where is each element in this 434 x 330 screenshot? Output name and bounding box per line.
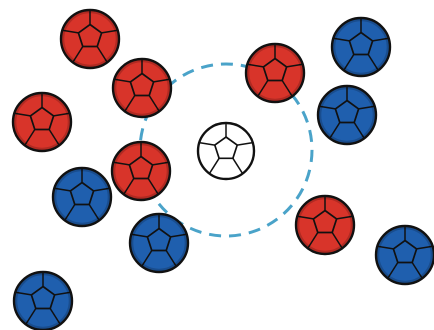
blue-player-6-seam <box>25 308 37 324</box>
blue-player-6-seam <box>15 291 32 296</box>
red-player-1-seam <box>96 46 108 62</box>
blue-player-5-pentagon <box>392 239 418 264</box>
red-player-5-seam <box>147 178 159 194</box>
red-player-3 <box>244 42 306 104</box>
blue-player-3-rim-shade <box>54 169 110 225</box>
blue-player-2-seam <box>358 105 375 110</box>
blue-player-1-pentagon <box>348 31 374 56</box>
blue-player-3-seam <box>64 204 76 220</box>
red-player-2-seam <box>153 78 170 83</box>
blue-player-3-seam <box>88 204 100 220</box>
red-player-5-seam <box>123 178 135 194</box>
blue-player-1 <box>330 16 392 78</box>
red-player-6-seam <box>331 232 343 248</box>
blue-player-4-seam <box>141 250 153 266</box>
red-player-6-seam <box>336 215 353 220</box>
red-player-1-pentagon <box>77 23 103 48</box>
red-player-2-seam <box>114 78 131 83</box>
red-player-3-seam <box>286 63 303 68</box>
red-player-2-rim-shade <box>114 60 170 116</box>
red-player-1-seam <box>62 29 79 34</box>
red-player-4-rim-shade <box>14 94 70 150</box>
blue-player-3 <box>51 166 113 228</box>
ball <box>196 121 256 181</box>
red-player-3-seam <box>247 63 264 68</box>
red-player-1 <box>59 8 121 70</box>
red-player-6-pentagon <box>312 209 338 234</box>
blue-player-4-pentagon <box>146 227 172 252</box>
red-player-5 <box>110 140 172 202</box>
red-player-4-seam <box>53 112 70 117</box>
red-player-3-rim-shade <box>247 45 303 101</box>
ball-seam <box>237 141 253 146</box>
blue-player-5-seam <box>377 245 394 250</box>
red-player-4-pentagon <box>29 106 55 131</box>
red-player-5-rim-shade <box>113 143 169 199</box>
blue-player-2-pentagon <box>334 99 360 124</box>
red-player-3-seam <box>257 80 269 96</box>
red-player-6-rim-shade <box>297 197 353 253</box>
blue-player-1-seam <box>372 37 389 42</box>
red-player-1-rim-shade <box>62 11 118 67</box>
red-player-1-seam <box>72 46 84 62</box>
blue-player-6-seam <box>54 291 71 296</box>
blue-player-6-rim-shade <box>15 273 71 329</box>
red-player-6 <box>294 194 356 256</box>
blue-player-2 <box>316 84 378 146</box>
blue-player-5-rim-shade <box>377 227 433 283</box>
blue-player-4-seam <box>170 233 187 238</box>
blue-player-4-seam <box>165 250 177 266</box>
red-player-5-seam <box>152 161 169 166</box>
red-player-5-pentagon <box>128 155 154 180</box>
blue-player-3-pentagon <box>69 181 95 206</box>
red-player-3-seam <box>281 80 293 96</box>
red-player-2-seam <box>124 95 136 111</box>
red-player-2-pentagon <box>129 72 155 97</box>
blue-player-1-seam <box>367 54 379 70</box>
blue-player-4-rim-shade <box>131 215 187 271</box>
blue-player-2-rim-shade <box>319 87 375 143</box>
blue-player-2-seam <box>319 105 336 110</box>
blue-player-4 <box>128 212 190 274</box>
blue-player-3-seam <box>93 187 110 192</box>
blue-player-5-seam <box>387 262 399 278</box>
blue-player-6-seam <box>49 308 61 324</box>
red-player-3-pentagon <box>262 57 288 82</box>
blue-player-1-seam <box>333 37 350 42</box>
blue-player-2-seam <box>353 122 365 138</box>
ball-pentagon <box>213 135 239 160</box>
red-player-4-seam <box>14 112 31 117</box>
red-player-2-seam <box>148 95 160 111</box>
red-player-5-seam <box>113 161 130 166</box>
blue-player-5-seam <box>411 262 423 278</box>
ball-seam <box>232 157 243 174</box>
red-player-4-seam <box>24 129 36 145</box>
red-player-4-seam <box>48 129 60 145</box>
ball-seam <box>209 157 220 174</box>
blue-player-5 <box>374 224 434 286</box>
red-player-4 <box>11 91 73 153</box>
blue-player-5-seam <box>416 245 433 250</box>
red-player-6-seam <box>297 215 314 220</box>
blue-player-3-seam <box>54 187 71 192</box>
ball-seam <box>199 141 215 146</box>
player-tokens <box>11 8 434 330</box>
red-player-2 <box>111 57 173 119</box>
blue-player-4-seam <box>131 233 148 238</box>
blue-player-2-seam <box>329 122 341 138</box>
blue-player-1-seam <box>343 54 355 70</box>
red-player-6-seam <box>307 232 319 248</box>
blue-player-6 <box>12 270 74 330</box>
blue-player-6-pentagon <box>30 285 56 310</box>
red-player-1-seam <box>101 29 118 34</box>
blue-player-1-rim-shade <box>333 19 389 75</box>
